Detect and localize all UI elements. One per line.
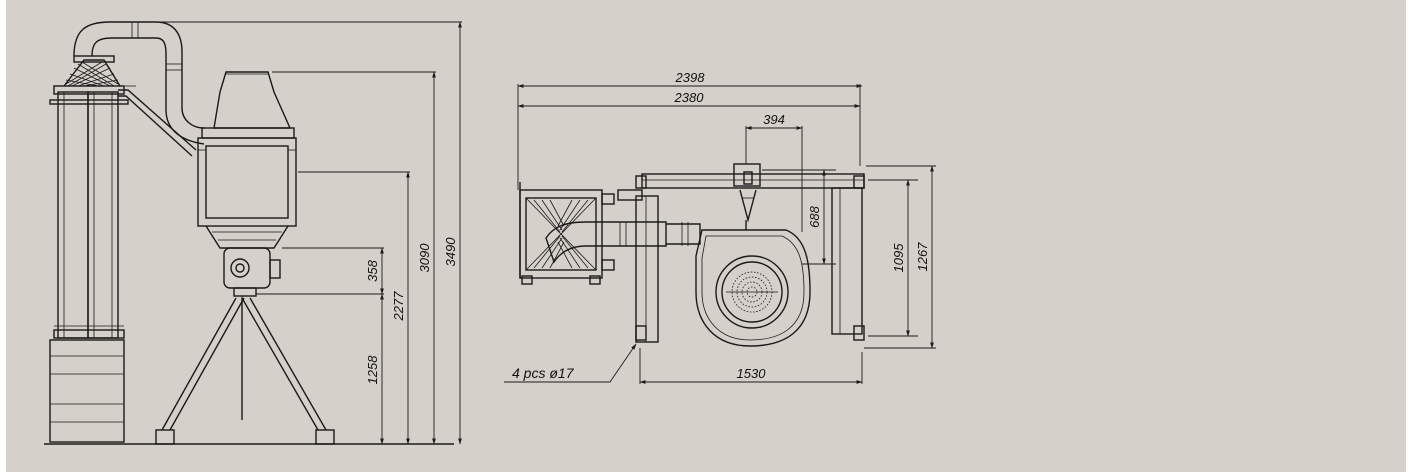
drawing-panel: 3490 3090 2277 358 1258 — [6, 0, 1408, 472]
top-view: 2398 2380 394 1530 688 1095 1267 4 pcs ø… — [504, 70, 936, 384]
side-extension-lines — [156, 21, 462, 295]
overhead-duct — [73, 21, 205, 157]
dim-text-leg-span: 1530 — [737, 366, 767, 381]
fan-motor — [223, 247, 281, 310]
dim-text-overall-width: 1267 — [915, 242, 930, 272]
cyclone-unit — [197, 71, 297, 249]
side-view: 3490 3090 2277 358 1258 — [44, 21, 462, 445]
fan-housing — [695, 229, 811, 347]
connecting-duct — [545, 221, 701, 264]
dim-text-overall-length: 2398 — [675, 70, 706, 85]
filter-top-cone — [63, 55, 121, 87]
dust-bin — [49, 339, 125, 443]
hole-note-leader — [504, 343, 637, 383]
dim-text-frame-length: 2380 — [674, 90, 705, 105]
filter-housing — [519, 182, 615, 285]
hole-note-text: 4 pcs ø17 — [512, 365, 575, 381]
dim-text-hopper-height: 3090 — [417, 243, 432, 273]
tripod-stand — [155, 297, 335, 445]
top-extension-lines — [639, 126, 936, 384]
inlet-spout — [733, 163, 761, 230]
dim-text-total-height: 3490 — [443, 237, 458, 267]
dim-text-depth: 688 — [807, 205, 822, 227]
dim-text-fan-height: 358 — [365, 259, 380, 281]
frame-rails — [617, 173, 865, 343]
dim-text-frame-width: 1095 — [891, 243, 906, 273]
dim-text-offset: 394 — [763, 112, 785, 127]
page-margin — [1406, 0, 1408, 472]
technical-drawing: 3490 3090 2277 358 1258 — [6, 0, 1408, 472]
dim-text-inlet-height: 2277 — [391, 291, 406, 322]
dim-text-leg-height: 1258 — [365, 355, 380, 385]
